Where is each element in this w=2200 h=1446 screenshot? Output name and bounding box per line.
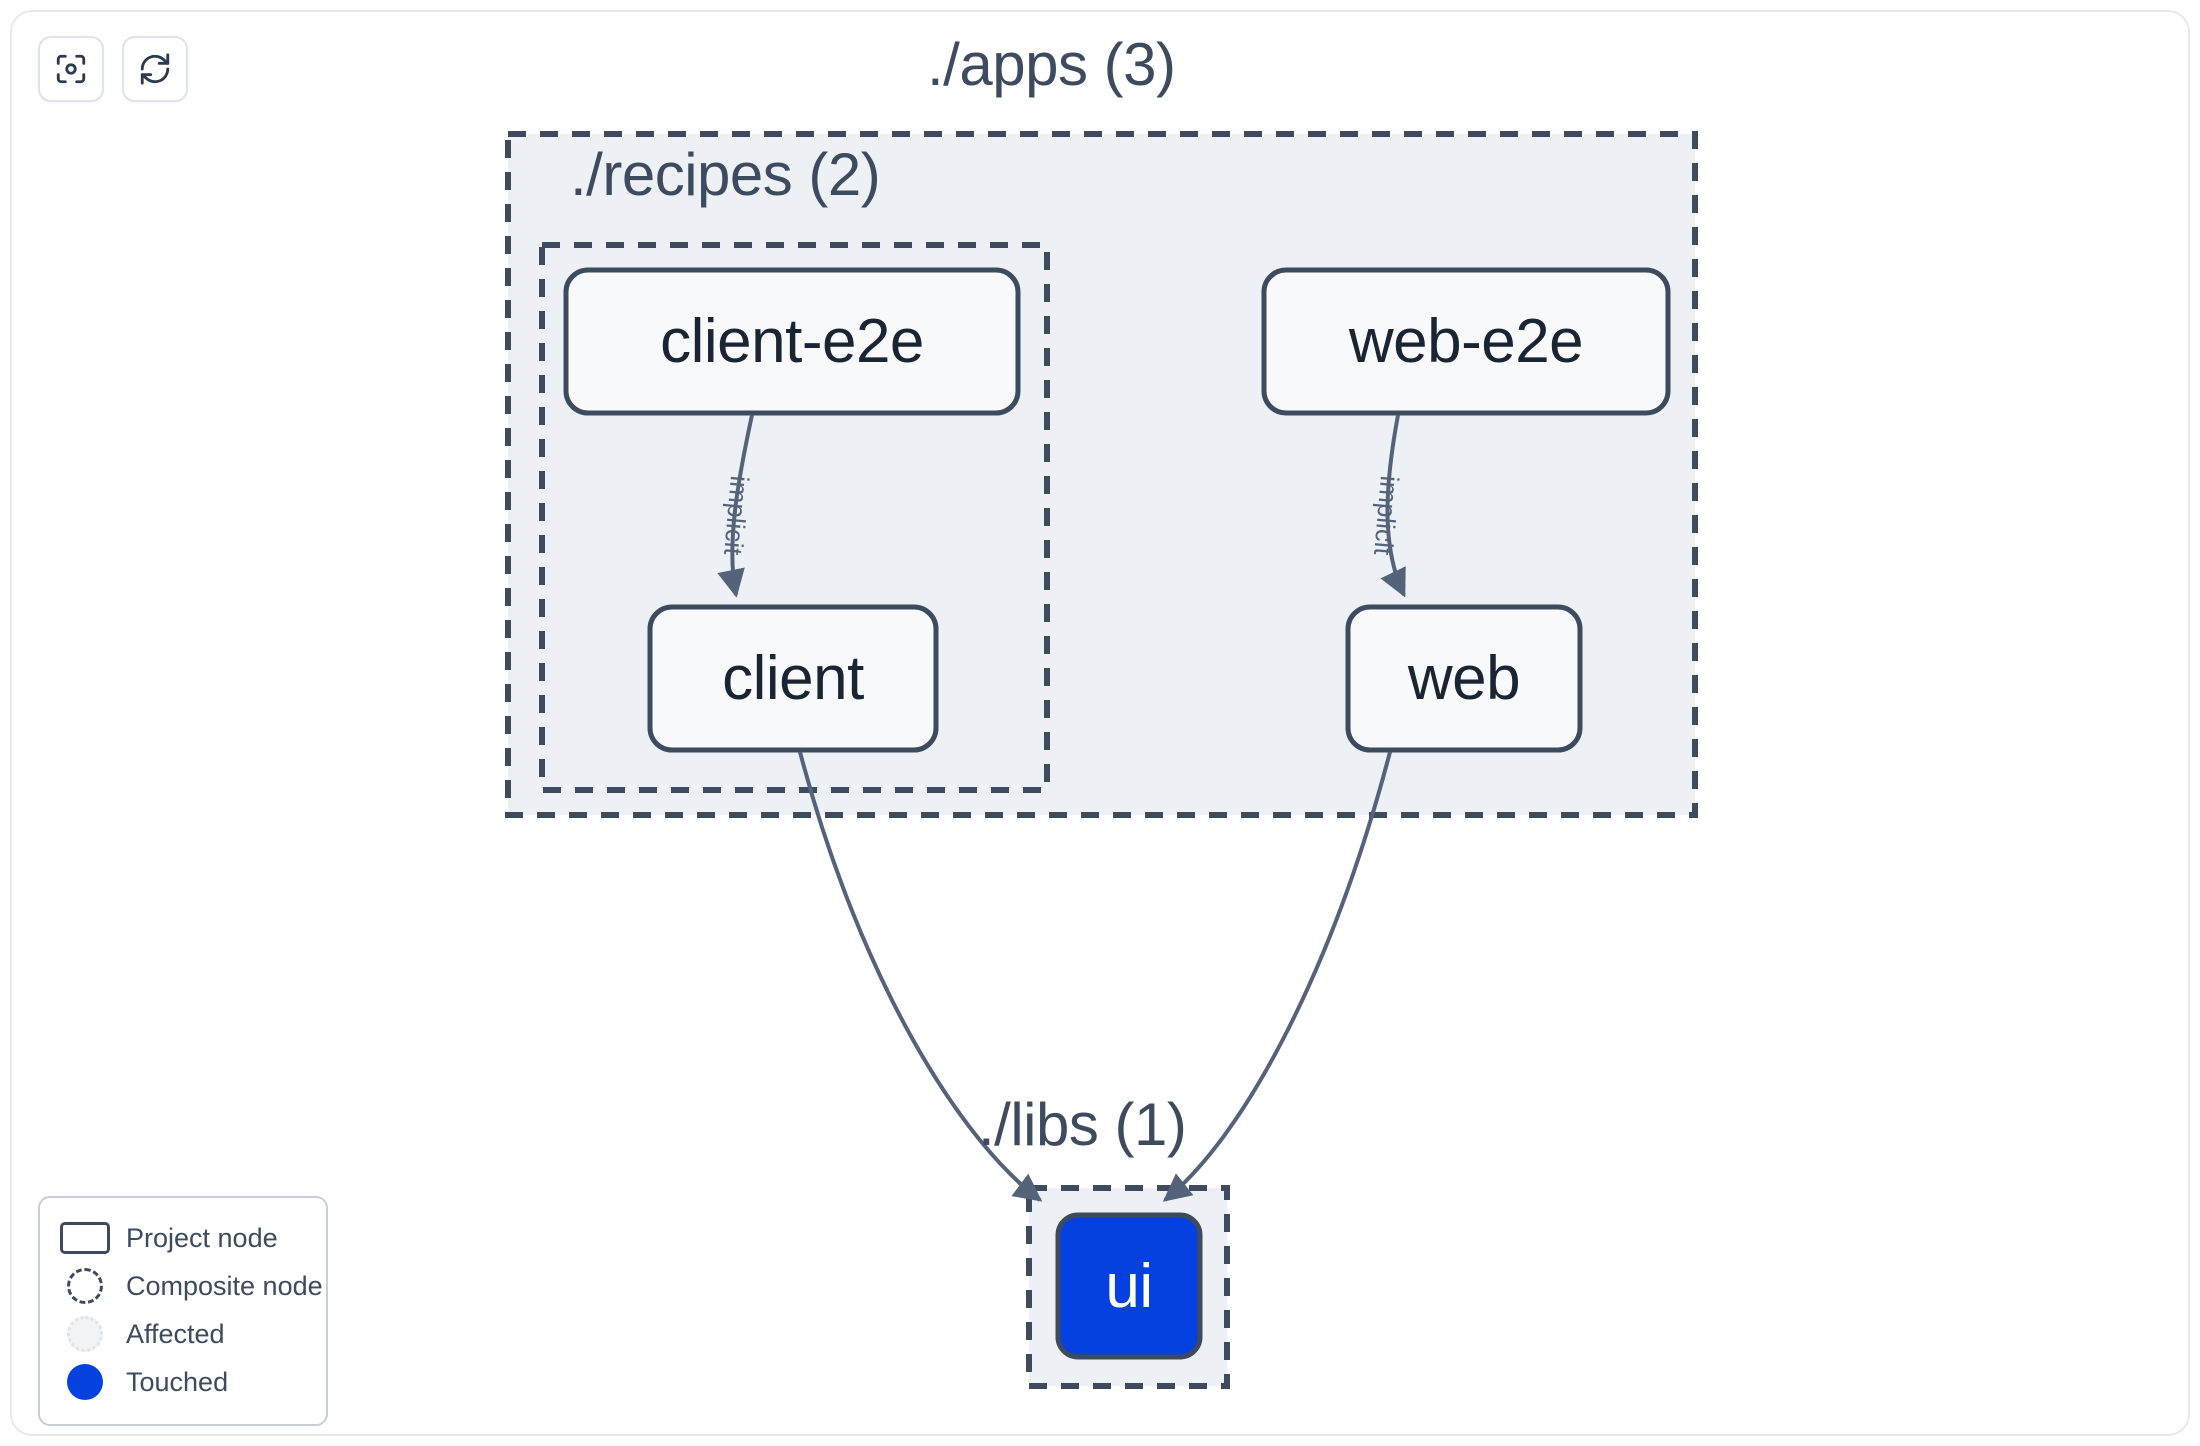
affected-glyph [58, 1316, 112, 1352]
focus-target-icon [54, 52, 88, 86]
edge-client-e2e-to-client [717, 414, 754, 598]
refresh-graph-button[interactable] [122, 36, 188, 102]
project-node-client-e2e[interactable] [563, 267, 1021, 416]
graph-toolbar [38, 36, 188, 102]
project-node-ui[interactable] [1055, 1212, 1203, 1360]
focus-graph-button[interactable] [38, 36, 104, 102]
legend-item-composite-node: Composite node [58, 1262, 323, 1310]
project-node-client[interactable] [647, 604, 939, 753]
edge-client-to-ui [798, 751, 1043, 1202]
edge-web-to-ui [1162, 751, 1392, 1202]
graph-legend: Project node Composite node Affected Tou… [38, 1196, 328, 1426]
legend-item-project-node: Project node [58, 1214, 308, 1262]
edge-web-e2e-to-web [1380, 414, 1406, 598]
legend-label-composite-node: Composite node [126, 1270, 323, 1301]
project-node-web-e2e[interactable] [1261, 267, 1671, 416]
refresh-sync-icon [138, 52, 172, 86]
legend-label-project-node: Project node [126, 1222, 278, 1253]
project-node-glyph [58, 1222, 112, 1254]
legend-item-touched: Touched [58, 1358, 308, 1406]
legend-label-touched: Touched [126, 1366, 229, 1397]
legend-item-affected: Affected [58, 1310, 308, 1358]
legend-label-affected: Affected [126, 1318, 225, 1349]
touched-glyph [58, 1364, 112, 1400]
project-node-web[interactable] [1345, 604, 1583, 753]
composite-node-glyph [58, 1268, 112, 1304]
